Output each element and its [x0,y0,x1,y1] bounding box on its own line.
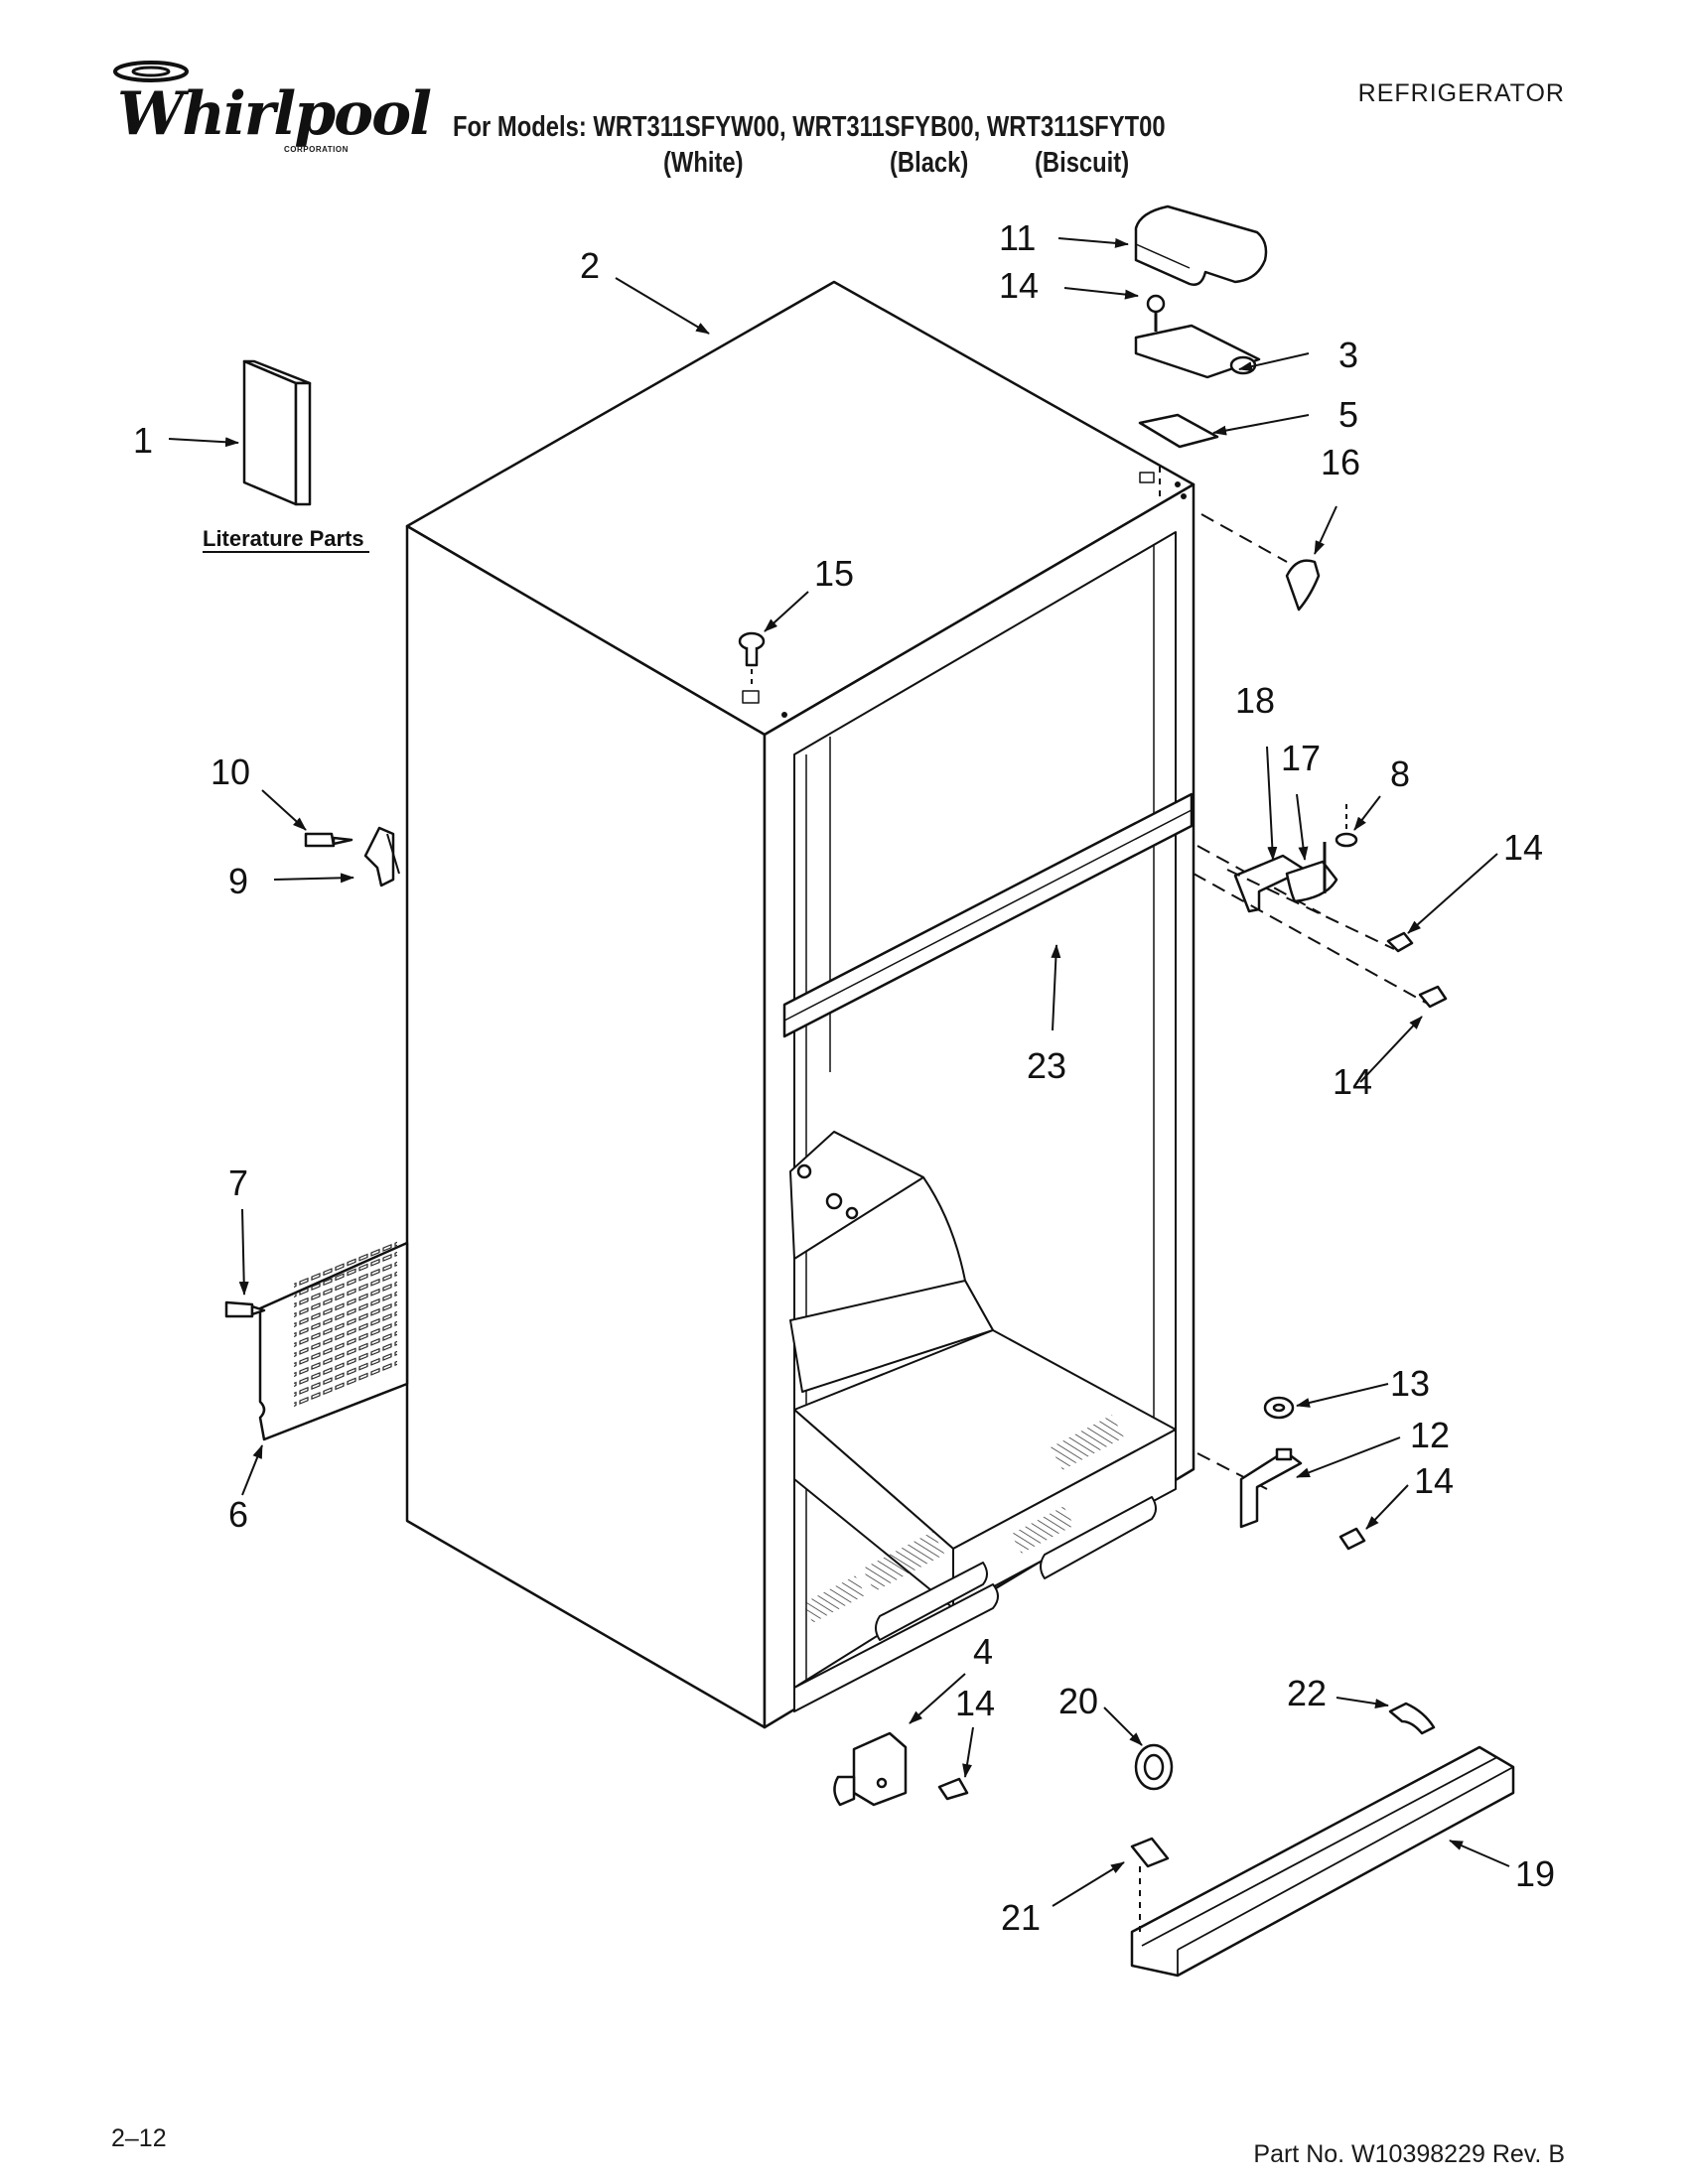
callout-19: 19 [1515,1853,1555,1894]
callout-5: 5 [1338,394,1358,435]
plug-part [1200,513,1321,612]
callout-12: 12 [1410,1415,1450,1455]
callout-14-leg: 14 [955,1683,995,1723]
bottom-hinge-assembly [1196,1396,1366,1551]
models-line: For Models: WRT311SFYW00, WRT311SFYB00, … [453,111,1166,143]
callout-11: 11 [999,217,1036,258]
callout-1: 1 [133,420,153,461]
plug-button [738,631,766,689]
callout-13: 13 [1390,1363,1430,1404]
side-bracket [304,826,400,887]
clip-part [1388,1702,1436,1735]
top-hinge-assembly [1134,205,1268,496]
callout-15: 15 [814,553,854,594]
callout-14-top: 14 [999,265,1039,306]
cabinet-part [405,280,1196,1729]
base-grille [1130,1745,1515,1978]
grille-clip [1130,1837,1170,1936]
literature-parts-label: Literature Parts [203,526,364,551]
leveling-leg-assembly [833,1731,969,1807]
callout-8: 8 [1390,753,1410,794]
brand-subtitle: CORPORATION [284,145,349,154]
callout-23: 23 [1027,1045,1066,1086]
roller-part [1134,1743,1174,1791]
callout-16: 16 [1321,442,1360,482]
callout-6: 6 [228,1494,248,1535]
callout-18: 18 [1235,680,1275,721]
page-number: 2–12 [111,2124,167,2152]
whirlpool-logo: Whirlpool CORPORATION [111,58,432,157]
callout-14-center-lower: 14 [1333,1061,1372,1102]
callout-7: 7 [228,1162,248,1203]
color-white: (White) [663,147,744,179]
color-biscuit: (Biscuit) [1035,147,1130,179]
center-hinge-assembly [1193,804,1448,1009]
color-black: (Black) [890,147,969,179]
brand-name: Whirlpool [117,79,432,149]
part-number: Part No. W10398229 Rev. B [1253,2140,1565,2168]
rear-access-cover [224,1237,409,1441]
callout-20: 20 [1058,1681,1098,1721]
literature-parts [242,359,312,506]
logo-swirl-icon [113,61,189,82]
callout-3: 3 [1338,335,1358,375]
callout-22: 22 [1287,1673,1327,1713]
callout-14-center-upper: 14 [1503,827,1543,868]
callout-4: 4 [973,1631,993,1672]
callout-21: 21 [1001,1897,1041,1938]
callout-9: 9 [228,861,248,901]
document-type: REFRIGERATOR [1357,79,1565,107]
callout-10: 10 [211,751,250,792]
callout-2: 2 [580,245,600,286]
callout-14-bottom-hinge: 14 [1414,1460,1454,1501]
callout-17: 17 [1281,738,1321,778]
